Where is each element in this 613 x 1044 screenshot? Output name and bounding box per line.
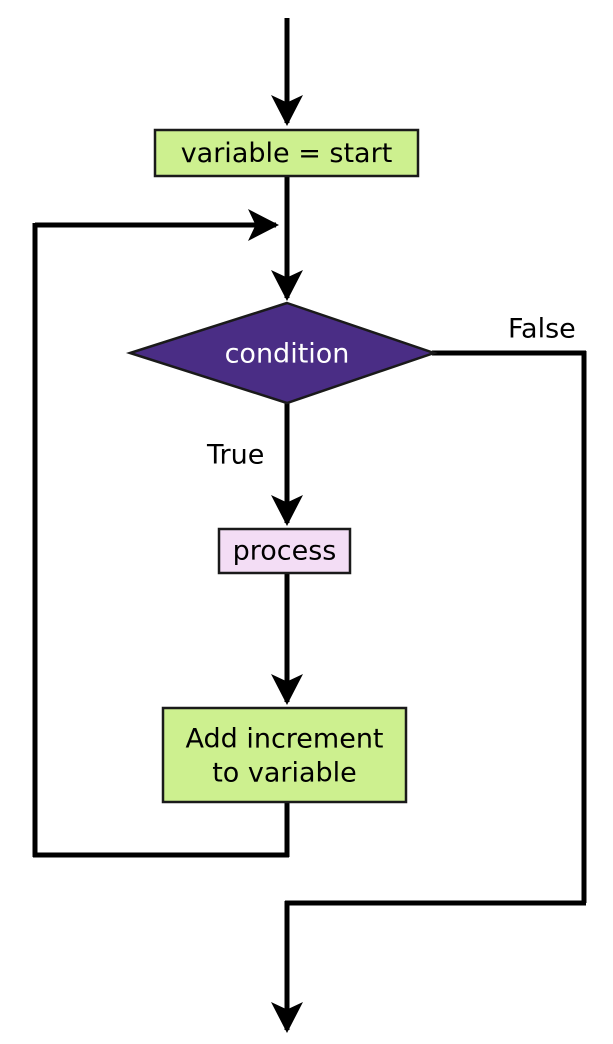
node-process[interactable]: process (217, 527, 352, 575)
node-increment[interactable]: Add increment to variable (161, 706, 408, 804)
node-increment-label-line1: Add increment (185, 724, 383, 755)
node-process-shape (217, 527, 352, 575)
node-init[interactable]: variable = start (153, 128, 420, 178)
node-condition[interactable]: condition (125, 301, 438, 405)
node-condition-shape (125, 301, 438, 405)
node-increment-shape (161, 706, 408, 804)
node-process-label: process (233, 536, 337, 567)
node-increment-label-line2: to variable (212, 758, 357, 789)
edge-label-true: True (206, 440, 264, 471)
edge-label-false: False (508, 314, 576, 345)
node-init-label: variable = start (181, 138, 393, 169)
node-condition-label: condition (225, 339, 350, 370)
node-init-shape (153, 128, 420, 178)
